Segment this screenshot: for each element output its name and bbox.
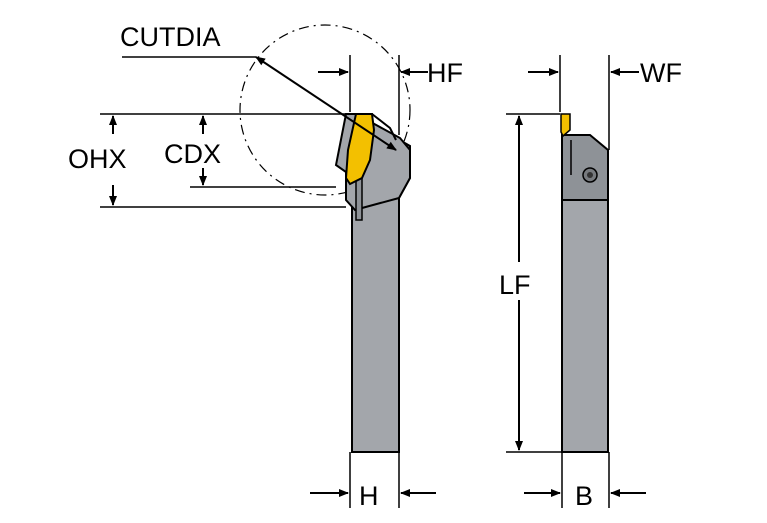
cutdia-label: CUTDIA — [120, 22, 221, 52]
side-screw-hex — [587, 172, 593, 178]
side-head — [561, 134, 609, 201]
cutdia-circle — [239, 24, 411, 196]
lf-label: LF — [499, 270, 531, 300]
side-view: WF LF B — [499, 55, 682, 511]
wf-label: WF — [640, 58, 682, 88]
hf-label: HF — [427, 58, 463, 88]
front-view: CUTDIA HF OHX CDX H — [68, 22, 463, 511]
ohx-label: OHX — [68, 144, 127, 174]
cdx-label: CDX — [164, 139, 221, 169]
cutdia-dimension-line — [255, 56, 397, 151]
b-label: B — [575, 481, 593, 511]
side-insert — [560, 113, 571, 138]
h-label: H — [359, 481, 379, 511]
front-clamp-slot — [355, 173, 363, 221]
